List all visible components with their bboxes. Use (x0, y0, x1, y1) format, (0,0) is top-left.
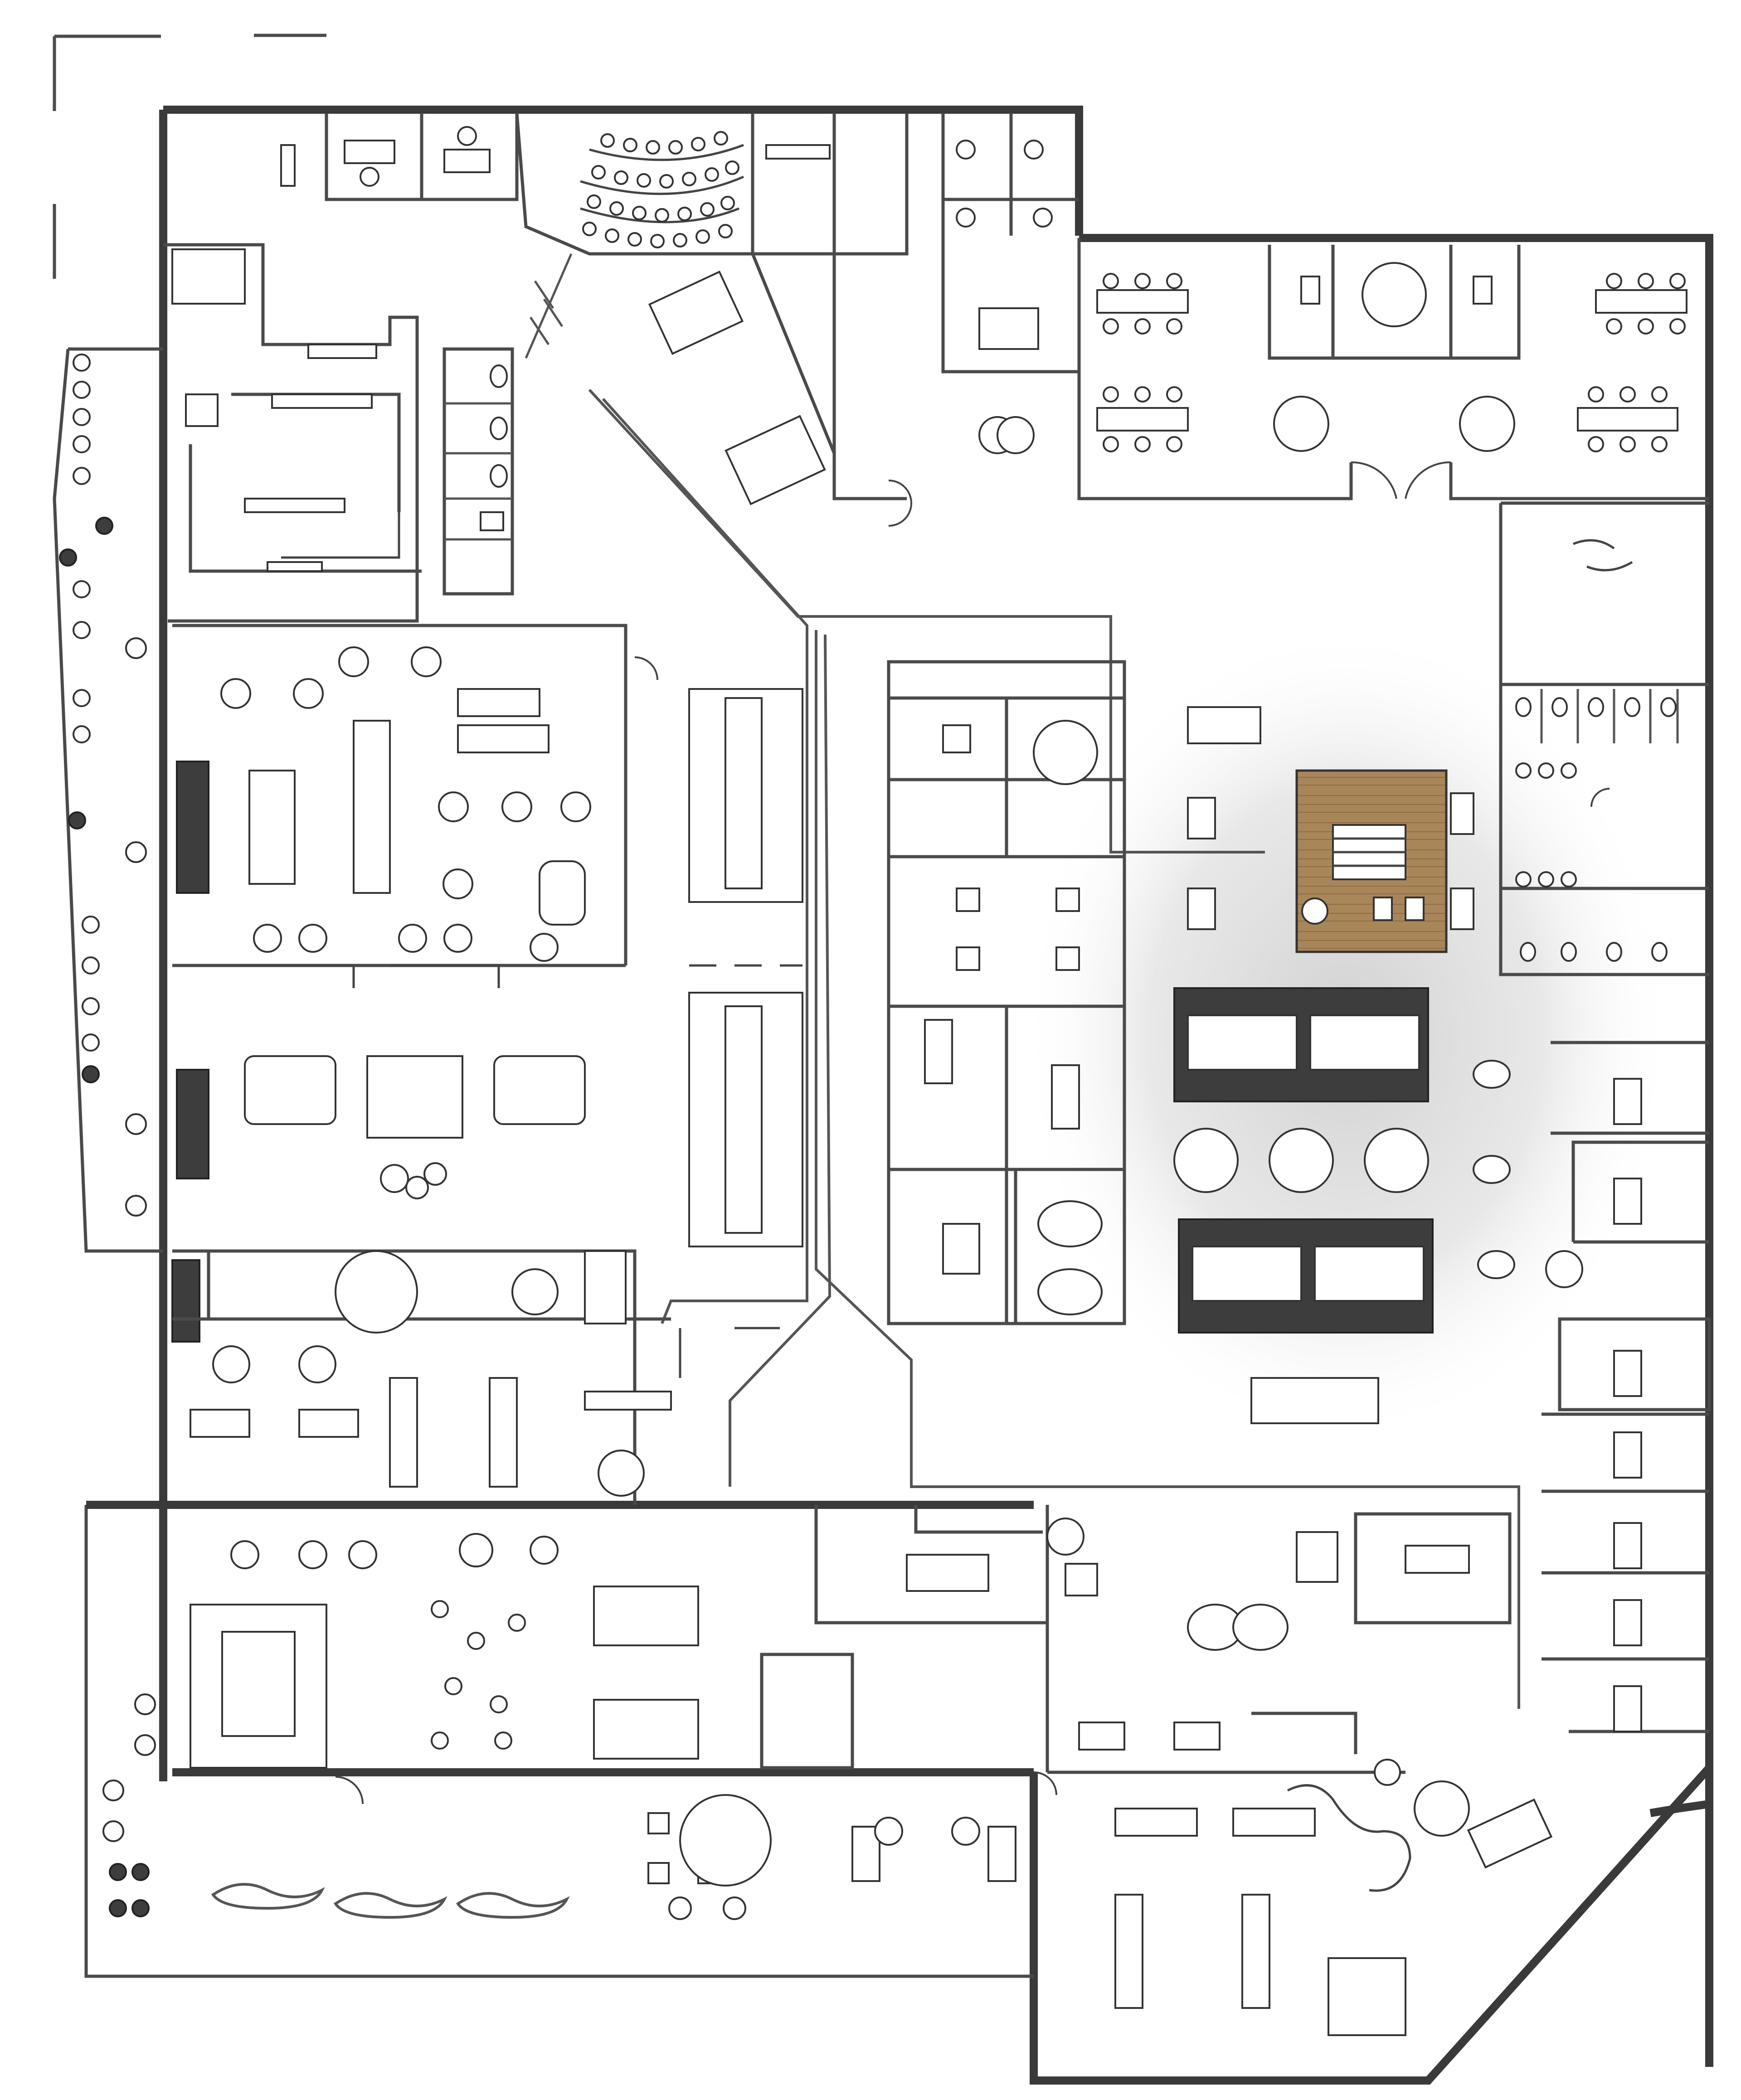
north-center-rooms (648, 113, 909, 505)
central-desk-banks (688, 688, 803, 1247)
exterior-walls (53, 106, 1713, 2085)
southwest-work-area (172, 1249, 780, 1505)
south-lounge (102, 1505, 1049, 1842)
northeast-open-office (1077, 238, 1709, 500)
southeast-open-office (1046, 1505, 1553, 2036)
haze-pods (1173, 706, 1515, 1424)
pinwheel-desks (1273, 262, 1515, 452)
northwest-kitchen (163, 243, 422, 623)
northeast-top-rooms (941, 113, 1079, 454)
wayfinding-lines (588, 388, 1520, 1709)
corner-markers (53, 34, 326, 279)
cafe-lounge (171, 624, 627, 1343)
workstation-cluster-ne (1577, 289, 1688, 432)
restrooms-east (1499, 501, 1709, 976)
central-meeting-rooms (887, 660, 1126, 1325)
north-small-offices (280, 113, 519, 201)
door-swing-icon (335, 461, 1610, 1804)
east-offices (1542, 1041, 1711, 1733)
workstation-cluster-nw (1096, 289, 1189, 432)
west-window-seating (59, 354, 147, 1217)
northwest-restrooms (443, 347, 514, 596)
dark-desk-platforms (1173, 987, 1434, 1334)
terrace (109, 1794, 1016, 1920)
feature-stair (1295, 769, 1474, 953)
